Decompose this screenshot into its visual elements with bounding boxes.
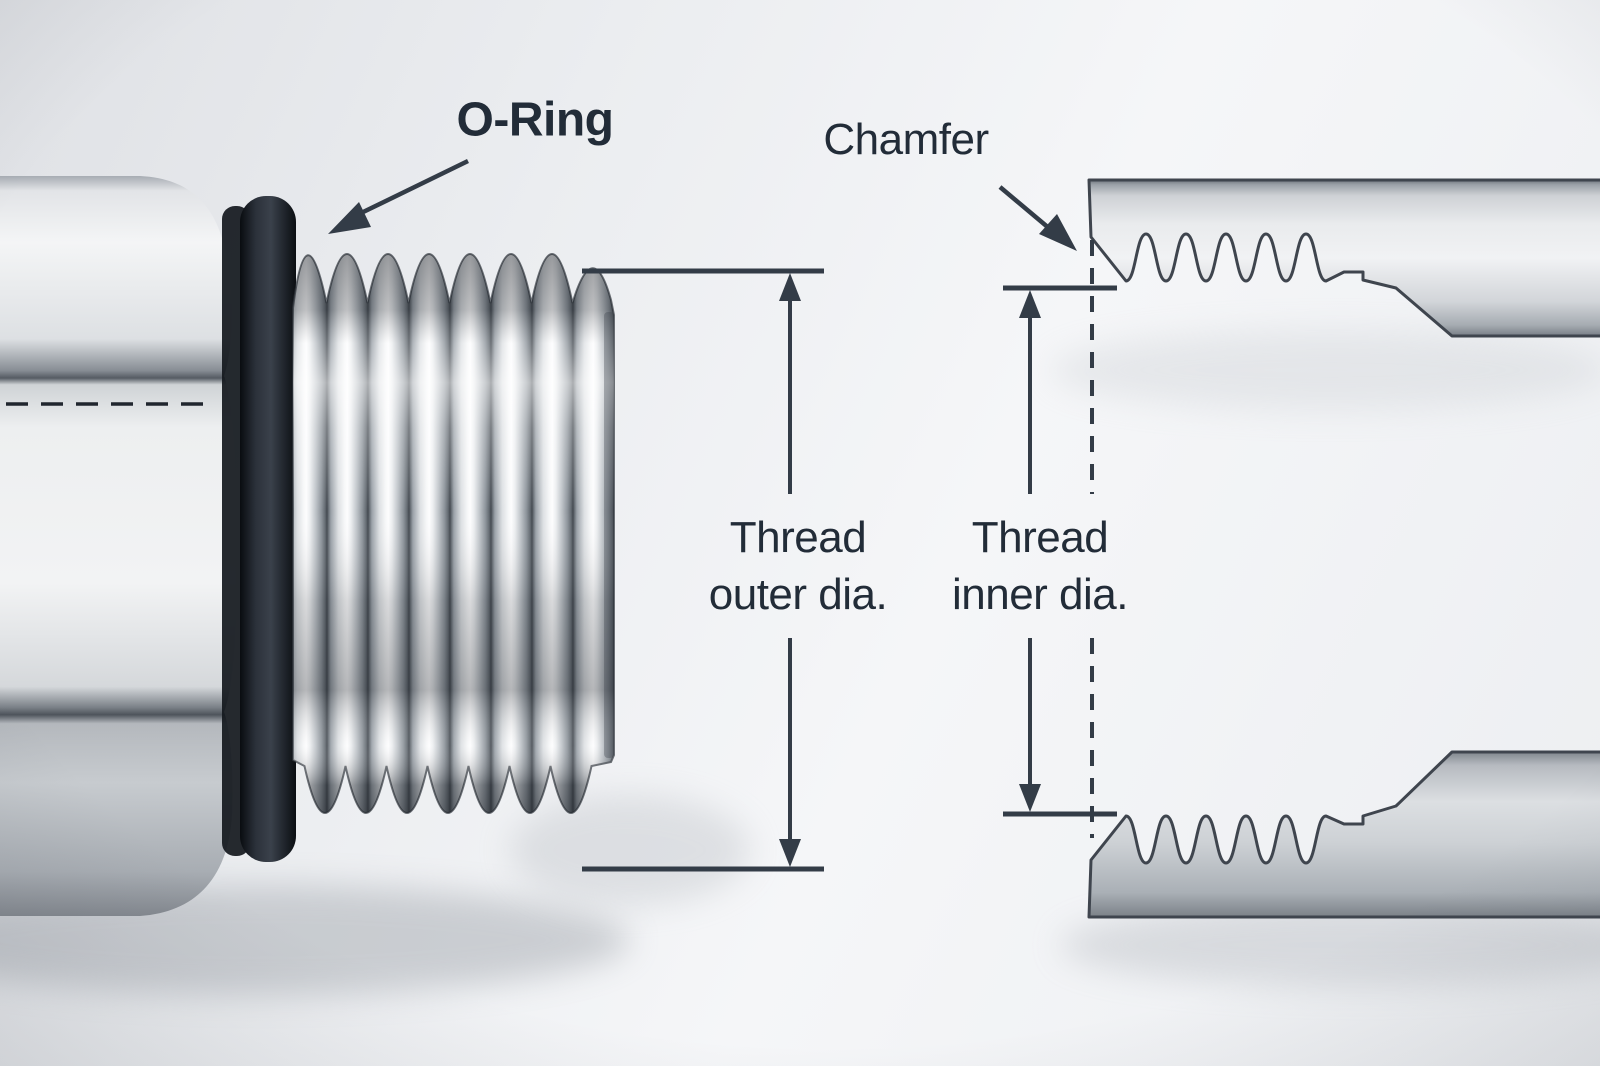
thread-inner-dia-line1: Thread [971,512,1109,562]
o-ring-label: O-Ring [456,93,614,147]
thread-inner-dia-label: Thread inner dia. [951,509,1129,623]
thread-outer-dia-line1: Thread [729,512,867,562]
thread-outer-dia-label: Thread outer dia. [708,509,888,623]
chamfer-label: Chamfer [823,115,989,164]
thread-inner-dia-line2: inner dia. [951,570,1129,619]
thread-outer-dia-line2: outer dia. [708,570,888,619]
